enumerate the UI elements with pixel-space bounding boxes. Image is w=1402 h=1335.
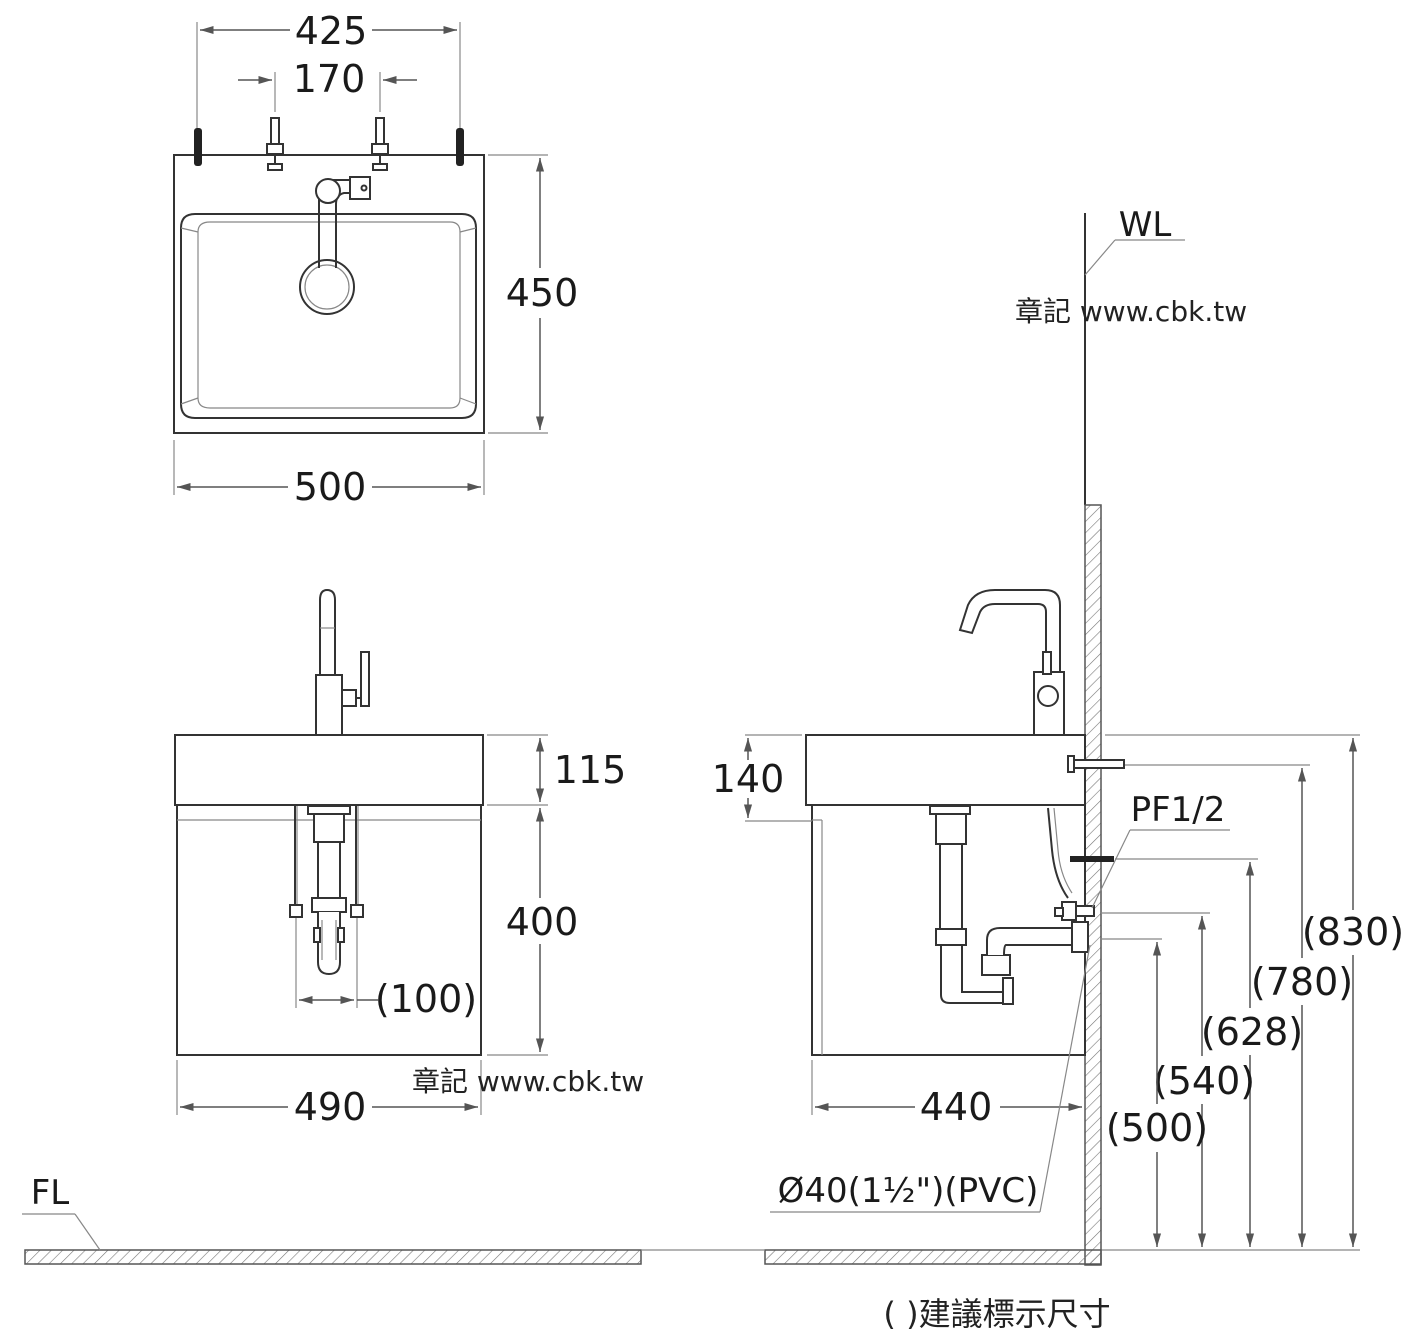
- side-basin-top: [805, 734, 1086, 806]
- floor-left: [24, 1249, 642, 1265]
- front-view: (100) 115 400 490: [174, 588, 627, 1129]
- dim-140: 140: [712, 757, 785, 801]
- dim-628: (628): [1201, 1010, 1303, 1054]
- bolt-left: [194, 128, 202, 166]
- basin-outline: [173, 154, 485, 434]
- dim-440: 440: [920, 1085, 993, 1129]
- bowl-inner: [197, 221, 461, 409]
- footnote: ( )建議標示尺寸: [883, 1295, 1110, 1333]
- dim-830: (830): [1302, 910, 1402, 954]
- side-faucet: [958, 589, 1065, 736]
- dim-115: 115: [554, 748, 627, 792]
- floor-right: [764, 1249, 1102, 1265]
- front-faucet: [315, 588, 370, 736]
- label-drain-pipe: Ø40(1½")(PVC): [778, 1171, 1039, 1211]
- valve-left: [266, 117, 284, 171]
- front-basin-top: [174, 734, 484, 806]
- bolt-right: [456, 128, 464, 166]
- dim-500: 500: [294, 465, 367, 509]
- front-trap: [307, 805, 351, 976]
- dim-425: 425: [295, 9, 368, 53]
- wall-section: [1084, 504, 1102, 1266]
- top-view: 425 170 450 500: [173, 9, 579, 509]
- dim-490: 490: [294, 1085, 367, 1129]
- dim-450: 450: [506, 271, 579, 315]
- dim-780: (780): [1251, 960, 1353, 1004]
- drain-circle: [299, 259, 355, 315]
- label-fl: FL: [31, 1173, 70, 1213]
- dim-400: 400: [506, 900, 579, 944]
- side-drain: [929, 805, 1089, 1005]
- label-pf12: PF1/2: [1131, 790, 1226, 830]
- bowl-outer: [180, 213, 477, 419]
- side-view: WL 章記 www.cbk.tw: [712, 205, 1402, 1266]
- dim-540: (540): [1153, 1059, 1255, 1103]
- dim-500-height: (500): [1106, 1106, 1208, 1150]
- watermark-side: 章記 www.cbk.tw: [1015, 295, 1247, 328]
- valve-right: [371, 117, 389, 171]
- watermark-front: 章記 www.cbk.tw: [412, 1065, 644, 1098]
- floor: FL: [22, 1173, 1102, 1265]
- dim-170: 170: [293, 57, 366, 101]
- dim-100: (100): [375, 977, 477, 1021]
- label-wl: WL: [1119, 205, 1172, 245]
